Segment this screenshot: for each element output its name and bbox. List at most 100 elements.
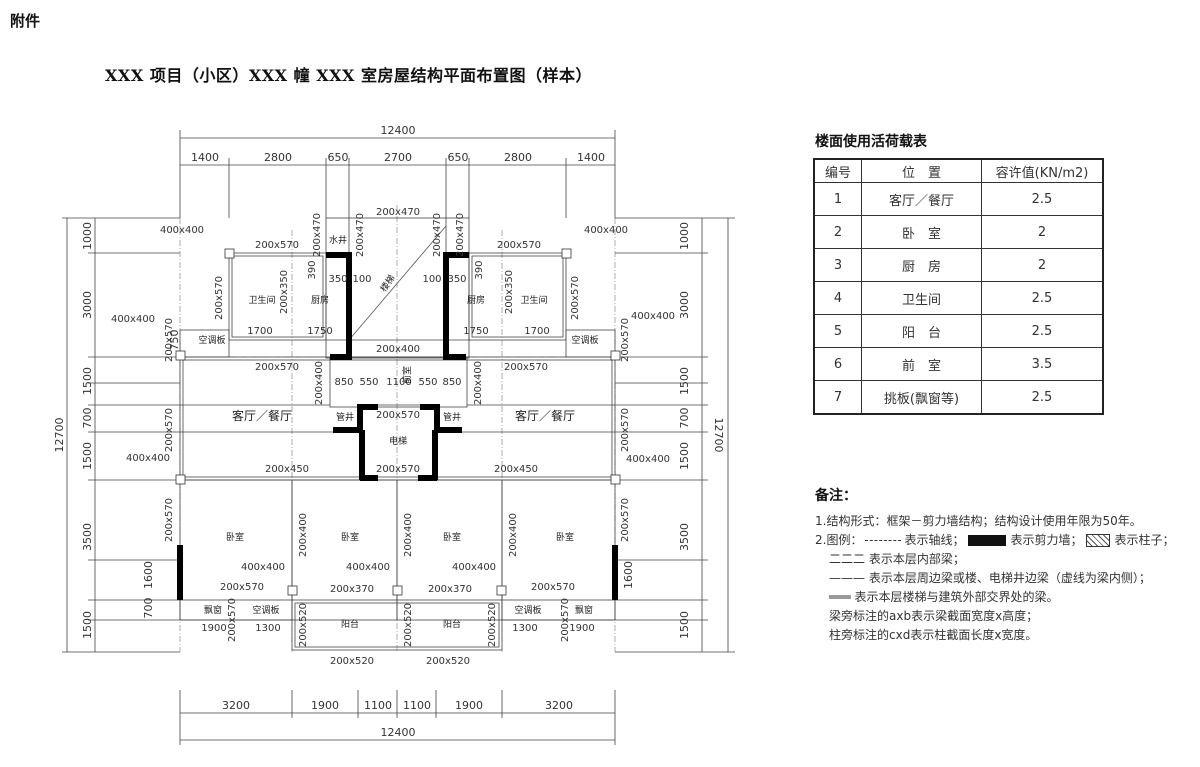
room-bedroom-4: 卧室	[556, 531, 574, 543]
note-2-column: 表示柱子；	[1114, 533, 1175, 547]
dim-bottom-4: 1100	[403, 699, 431, 712]
dim-bottom-2: 1900	[311, 699, 339, 712]
beam-lines	[179, 217, 616, 651]
room-pipe-well-right: 管井	[443, 411, 461, 423]
dim-right-10: 1500	[678, 611, 691, 639]
dim-top-4: 2700	[384, 151, 412, 164]
dim-bottom-6: 3200	[545, 699, 573, 712]
dim-top-3: 650	[328, 151, 349, 164]
notes-block: 1.结构形式：框架－剪力墙结构；结构设计使用年限为50年。 2.图例：表示轴线；…	[815, 512, 1175, 645]
beam-label: 200x570	[570, 276, 581, 320]
table-row: 6 前 室 3.5	[813, 347, 1104, 381]
room-stair: 楼梯	[377, 272, 397, 294]
dim-left-total: 12700	[53, 418, 66, 453]
column-label: 400x400	[631, 311, 675, 322]
note-2: 2.图例：表示轴线；表示剪力墙；表示柱子；	[815, 531, 1175, 550]
dim-label: 1750	[463, 326, 488, 337]
beam-label: 200x570	[560, 598, 571, 642]
dim-label: 350	[328, 274, 347, 285]
beam-label: 200x400	[508, 513, 519, 557]
row-value: 2.5	[981, 281, 1104, 315]
beam-label: 200x450	[494, 464, 538, 475]
room-pipe-well-left: 管井	[336, 411, 354, 423]
room-balcony-right: 阳台	[443, 618, 461, 630]
header-place: 位 置	[861, 158, 982, 183]
dim-left-2: 3000	[81, 291, 94, 319]
dim-left-6: 1500	[81, 442, 94, 470]
dim-top-total: 12400	[381, 124, 416, 137]
dim-label: 550	[359, 377, 378, 388]
room-kitchen-right: 厨房	[467, 294, 485, 306]
beam-label: 200x570	[376, 464, 420, 475]
room-bay-window-right: 飘窗	[575, 604, 593, 616]
room-front: 前室	[401, 366, 413, 384]
dim-label: 1300	[512, 623, 537, 634]
dim-label: 850	[334, 377, 353, 388]
room-living-left: 客厅／餐厅	[232, 408, 292, 423]
row-value: 2.5	[981, 182, 1104, 216]
beam-label: 200x520	[298, 603, 309, 647]
column-icon	[1086, 534, 1111, 547]
room-kitchen-left: 厨房	[311, 294, 329, 306]
room-water-well: 水井	[329, 234, 347, 246]
beam-label: 200x400	[473, 361, 484, 405]
room-ac-board-right: 空调板	[571, 334, 598, 346]
beam-label: 200x470	[312, 213, 323, 257]
dim-left-10: 1500	[81, 611, 94, 639]
dim-left-1: 1000	[81, 222, 94, 250]
dim-right-4: 1500	[678, 367, 691, 395]
beam-label: 200x350	[504, 270, 515, 314]
room-ac-board-bottom-left: 空调板	[252, 604, 279, 616]
beam-label: 200x570	[620, 408, 631, 452]
row-place: 厨 房	[861, 248, 982, 282]
table-row: 7 挑板(飘窗等) 2.5	[813, 380, 1104, 415]
beam-label: 200x370	[428, 584, 472, 595]
room-elevator: 电梯	[389, 435, 407, 447]
dim-top-2: 2800	[264, 151, 292, 164]
note-7: 柱旁标注的cxd表示柱截面长度x宽度。	[829, 628, 1038, 642]
dim-label: 390	[307, 260, 318, 279]
dim-label: 1700	[524, 326, 549, 337]
note-2-wall: 表示剪力墙；	[1010, 533, 1083, 547]
dim-left-4: 1500	[81, 367, 94, 395]
dim-label: 1300	[255, 623, 280, 634]
beam-label: 200x570	[227, 598, 238, 642]
drawing-title: XXX 项目（小区）XXX 幢 XXX 室房屋结构平面布置图（样本）	[105, 66, 593, 85]
beam-label: 200x570	[214, 276, 225, 320]
load-table-header: 编号 位 置 容许值(KN/m2)	[813, 158, 1104, 183]
dim-label: 1100	[386, 377, 411, 388]
row-no: 1	[813, 182, 862, 216]
row-no: 3	[813, 248, 862, 282]
column-label: 400x400	[584, 225, 628, 236]
dim-label: 1750	[307, 326, 332, 337]
beam-label: 200x570	[531, 582, 575, 593]
dim-right-total: 12700	[712, 418, 725, 453]
row-value: 2.5	[981, 314, 1104, 348]
room-ac-board-bottom-right: 空调板	[514, 604, 541, 616]
notes-title: 备注：	[815, 488, 857, 504]
row-value: 2.5	[981, 380, 1104, 415]
row-value: 2	[981, 215, 1104, 249]
beam-label: 200x350	[279, 270, 290, 314]
beam-label: 200x570	[620, 498, 631, 542]
attachment-label: 附件	[10, 12, 41, 30]
room-bedroom-3: 卧室	[443, 531, 461, 543]
row-place: 卫生间	[861, 281, 982, 315]
room-bedroom-1: 卧室	[226, 531, 244, 543]
header-no: 编号	[813, 158, 862, 183]
beam-label: 200x570	[504, 362, 548, 373]
axis-lines	[120, 205, 680, 652]
row-no: 6	[813, 347, 862, 381]
note-1: 1.结构形式：框架－剪力墙结构；结构设计使用年限为50年。	[815, 514, 1142, 528]
beam-label: 200x570	[220, 582, 264, 593]
beam-label: 200x570	[620, 318, 631, 362]
dim-right-5: 700	[678, 408, 691, 429]
beam-label: 200x400	[403, 513, 414, 557]
floor-plan-drawing: 12400 1400 2800 650 2700 650 2800 1400 3…	[53, 124, 735, 745]
row-no: 2	[813, 215, 862, 249]
beam-label: 200x400	[314, 361, 325, 405]
beam-label: 200x570	[164, 318, 175, 362]
dim-left-3: 750	[168, 330, 181, 351]
beam-label: 200x570	[497, 240, 541, 251]
dim-label: 100	[352, 274, 371, 285]
